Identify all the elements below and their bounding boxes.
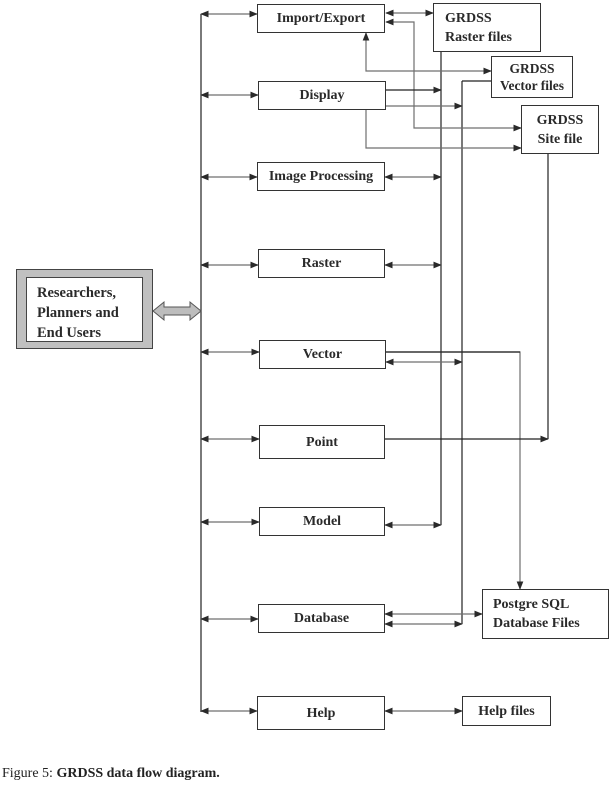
module-model: Model — [259, 507, 385, 536]
store-grdss-raster-files: GRDSS Raster files — [433, 3, 541, 52]
module-display: Display — [258, 81, 386, 110]
module-import-export: Import/Export — [257, 4, 385, 33]
caption-prefix: Figure 5: — [2, 766, 57, 781]
module-point: Point — [259, 425, 385, 459]
actor-bus-double-arrow — [152, 300, 202, 322]
vector-postgres — [386, 351, 524, 590]
module-vector: Vector — [259, 340, 386, 369]
module-image-processing: Image Processing — [257, 162, 385, 191]
import-vector — [362, 32, 492, 75]
store-grdss-vector-files: GRDSS Vector files — [491, 56, 573, 98]
store-postgresql-database-files: Postgre SQL Database Files — [482, 589, 609, 639]
module-raster: Raster — [258, 249, 385, 278]
import-site — [385, 18, 522, 132]
module-help: Help — [257, 696, 385, 730]
store-help-files: Help files — [462, 696, 551, 726]
store-grdss-site-file: GRDSS Site file — [521, 105, 599, 154]
module-database: Database — [258, 604, 385, 633]
figure-caption: Figure 5: GRDSS data flow diagram. — [2, 766, 220, 782]
actor-researchers-planners-end-users: Researchers, Planners and End Users — [26, 277, 143, 342]
caption-title: GRDSS data flow diagram. — [56, 766, 220, 781]
display-site — [365, 110, 522, 152]
